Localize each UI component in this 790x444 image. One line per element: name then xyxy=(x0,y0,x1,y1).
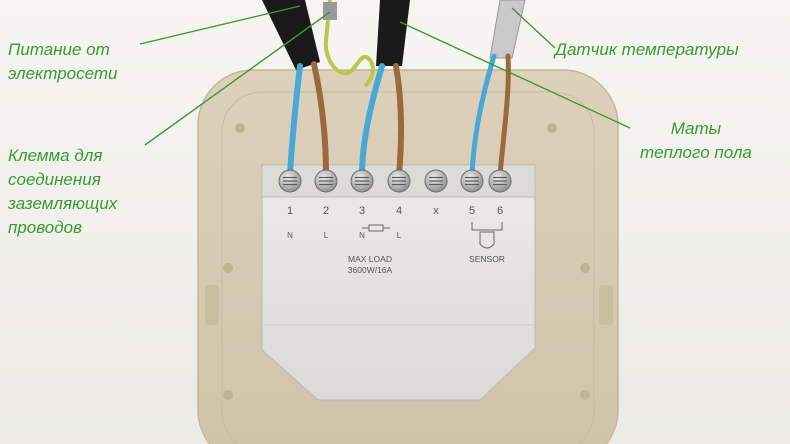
leader-power xyxy=(139,5,301,45)
terminal-screw xyxy=(387,169,411,193)
power-cable xyxy=(262,0,320,70)
ground-wire xyxy=(323,0,375,88)
label-line: Датчик температуры xyxy=(555,40,739,59)
terminal-polarity: L xyxy=(397,231,402,240)
wire-brown-sensor xyxy=(497,53,511,178)
terminal-polarity: N xyxy=(359,231,365,240)
label-line: проводов xyxy=(8,218,82,237)
terminal-number: 5 xyxy=(469,205,475,217)
ground-connector xyxy=(323,2,337,20)
terminal-screw xyxy=(488,169,512,193)
terminal-polarity: N xyxy=(287,231,293,240)
leader-lines xyxy=(139,5,631,146)
terminal-number: x xyxy=(433,205,439,217)
label-line: Питание от xyxy=(8,40,110,59)
mounting-hole xyxy=(223,263,233,273)
terminal-screw xyxy=(460,169,484,193)
label-line: Маты xyxy=(670,119,722,138)
mounting-hole xyxy=(547,123,557,133)
sensor-cable xyxy=(489,0,526,59)
terminal-screw xyxy=(278,169,302,193)
terminal-screw xyxy=(314,169,338,193)
wire-blue-sensor xyxy=(469,53,497,178)
label-power-supply: Питание от электросети xyxy=(8,38,118,86)
leader-ground xyxy=(144,11,331,146)
terminal-number: 3 xyxy=(359,205,365,217)
wire-blue-mats xyxy=(359,63,385,178)
terminal-screw xyxy=(350,169,374,193)
mounting-hole xyxy=(235,123,245,133)
mounting-hole xyxy=(580,390,590,400)
mounting-hole xyxy=(580,263,590,273)
terminal-polarity: L xyxy=(324,231,329,240)
label-line: электросети xyxy=(8,64,118,83)
terminal-number: 6 xyxy=(497,205,503,217)
terminal-block xyxy=(278,169,512,193)
wire-blue-power xyxy=(287,63,303,178)
label-floor-heating-mats: Маты теплого пола xyxy=(640,117,752,165)
sensor-symbol xyxy=(471,222,503,249)
thermostat-module xyxy=(261,164,536,401)
label-line: соединения xyxy=(8,170,101,189)
wires xyxy=(287,53,511,178)
label-temperature-sensor: Датчик температуры xyxy=(555,38,739,62)
mounting-hole xyxy=(223,390,233,400)
label-line: Клемма для xyxy=(8,146,103,165)
heater-symbol xyxy=(362,224,390,232)
wire-brown-mats xyxy=(393,63,404,178)
label-ground-terminal: Клемма для соединения заземляющих провод… xyxy=(8,144,117,240)
sensor-label: SENSOR xyxy=(469,254,505,264)
label-line: теплого пола xyxy=(640,143,752,162)
max-load-label: MAX LOAD xyxy=(348,254,392,264)
leader-sensor xyxy=(511,7,556,49)
max-load-value: 3600W/16A xyxy=(348,265,393,275)
mats-cable xyxy=(376,0,410,66)
terminal-markings: 1 2 3 4 x 5 6N L N L xyxy=(287,205,503,240)
terminal-number: 2 xyxy=(323,205,329,217)
cables xyxy=(262,0,526,88)
wire-brown-power xyxy=(311,61,329,178)
terminal-number: 4 xyxy=(396,205,402,217)
leader-mats xyxy=(399,21,631,129)
terminal-screw xyxy=(424,169,448,193)
label-line: заземляющих xyxy=(8,194,118,213)
terminal-number: 1 xyxy=(287,205,293,217)
